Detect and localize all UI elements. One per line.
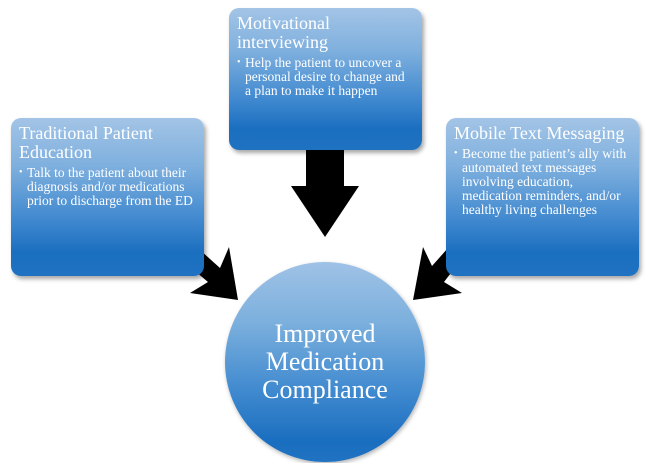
arrow-down-icon (291, 148, 359, 237)
bullet-icon: • (454, 148, 458, 159)
center-text: Improved Medication Compliance (262, 319, 388, 404)
box-motivational-interviewing: Motivational interviewing • Help the pat… (229, 8, 422, 150)
box-bullet: • Become the patient’s ally with automat… (454, 147, 631, 217)
bullet-text: Become the patient’s ally with automated… (462, 146, 627, 217)
bullet-icon: • (19, 167, 23, 178)
box-mobile-text-messaging: Mobile Text Messaging • Become the patie… (446, 118, 639, 276)
bullet-icon: • (237, 57, 241, 68)
box-traditional-patient-education: Traditional Patient Education • Talk to … (11, 118, 204, 276)
box-bullet: • Talk to the patient about their diagno… (19, 166, 196, 208)
bullet-text: Talk to the patient about their diagnosi… (27, 165, 193, 208)
box-title: Mobile Text Messaging (454, 123, 625, 143)
box-title: Traditional Patient Education (19, 123, 153, 162)
bullet-text: Help the patient to uncover a personal d… (245, 55, 405, 98)
box-title: Motivational interviewing (237, 13, 330, 52)
box-bullet: • Help the patient to uncover a personal… (237, 56, 414, 98)
center-circle-improved-medication-compliance: Improved Medication Compliance (225, 262, 425, 462)
